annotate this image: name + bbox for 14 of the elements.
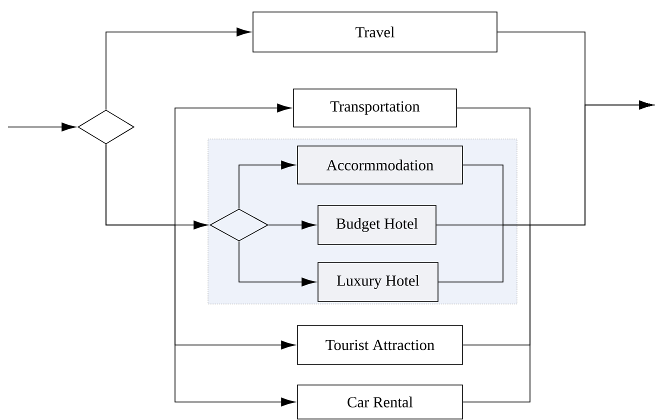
arrow <box>462 100 654 402</box>
process-box: Car Rental <box>297 384 463 420</box>
arrow <box>268 220 316 230</box>
arrow <box>238 240 316 286</box>
process-box: Travel <box>252 12 498 52</box>
process-box: Accormmodation <box>297 146 463 184</box>
process-box: Transportation <box>293 88 457 128</box>
process-box: Tourist Attraction <box>297 325 463 365</box>
arrow <box>238 160 296 209</box>
process-box: Luxury Hotel <box>318 262 438 302</box>
arrow <box>8 122 76 132</box>
arrow <box>106 28 251 110</box>
process-box: Budget Hotel <box>318 205 436 245</box>
arrow <box>106 144 296 406</box>
